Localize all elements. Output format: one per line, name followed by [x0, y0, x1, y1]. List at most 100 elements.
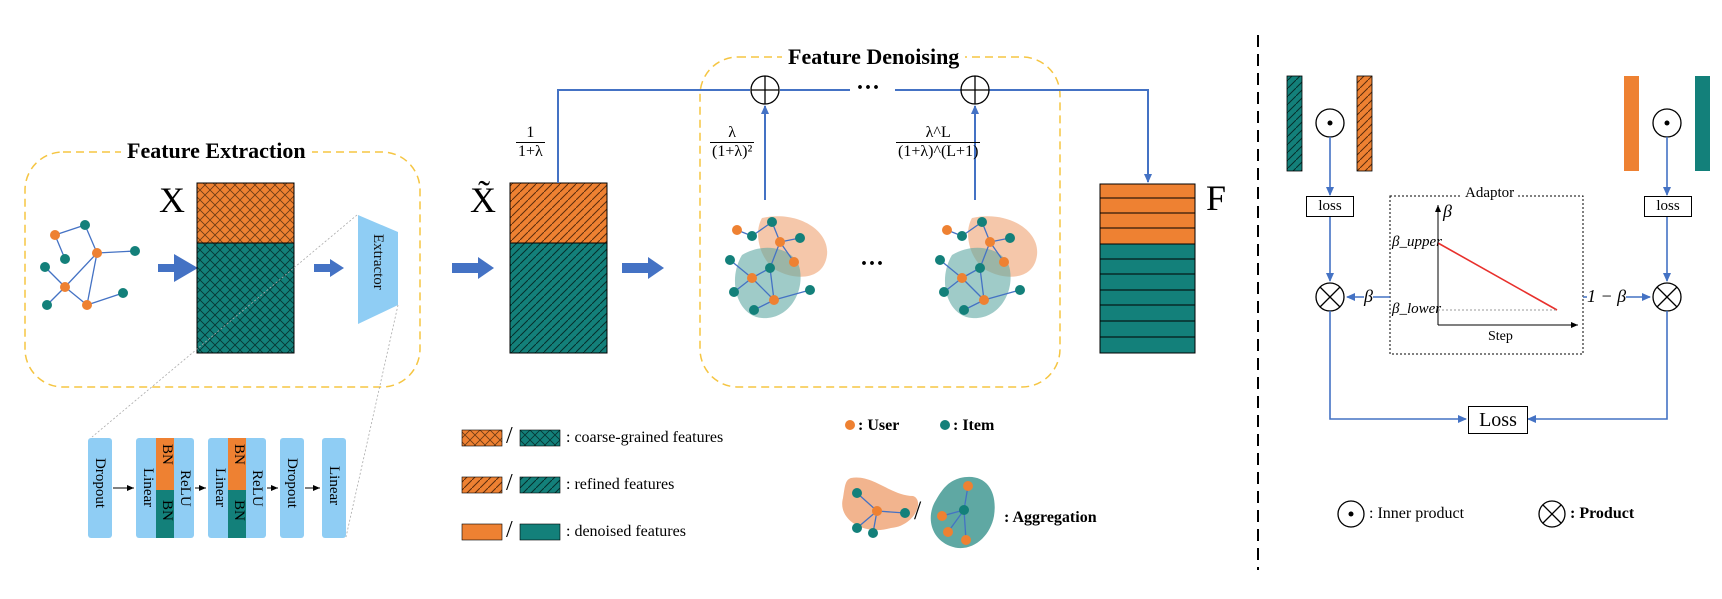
- arrow-x-to-extractor-head: [330, 259, 344, 277]
- adaptor-box: [1389, 195, 1584, 355]
- aggregation-graph-1: [724, 215, 828, 319]
- f-label: F: [1206, 178, 1227, 218]
- legend-item-dot: [940, 420, 950, 430]
- feature-matrix-f: [1099, 183, 1196, 354]
- mlp-bn-1-top: [156, 438, 174, 490]
- extractor-label: Extractor: [370, 234, 386, 290]
- mlp-bn-1-label-top: BN: [159, 444, 175, 465]
- ellipsis-middle: ···: [860, 251, 885, 277]
- legend-refined-label: : refined features: [566, 476, 675, 493]
- feature-denoising-box: [699, 56, 1061, 388]
- skip-path: [557, 89, 750, 183]
- right-bar-orange: [1624, 76, 1639, 171]
- coef-1-den: (1+λ)²: [712, 142, 753, 160]
- mlp-bn-2-label-bottom: BN: [231, 500, 247, 521]
- legend-product-label: : Product: [1570, 505, 1635, 522]
- zoom-line-left: [91, 214, 358, 438]
- adaptor-title: Adaptor: [1462, 186, 1518, 201]
- legend-denoised-teal: [519, 523, 561, 541]
- coef-1: λ (1+λ)²: [710, 124, 755, 160]
- mlp-bn-2-bottom: [228, 490, 246, 538]
- legend-refined-teal: [519, 476, 561, 494]
- right-inner-product-dot: [1664, 120, 1670, 126]
- mlp-bn-2-top: [228, 438, 246, 490]
- path-plus2-to-f: [989, 89, 1152, 183]
- arrow-left-product-to-loss: [1329, 311, 1467, 423]
- zoom-line-right: [345, 304, 399, 538]
- feature-matrix-x: [196, 182, 295, 354]
- left-loss-box: loss: [1306, 196, 1354, 217]
- legend-refined-orange: [461, 476, 503, 494]
- legend-denoised-orange: [461, 523, 503, 541]
- adaptor-beta-decay-line: [1437, 242, 1558, 311]
- legend-denoised-slash: /: [506, 517, 513, 543]
- arrow-xt-to-graph-head: [648, 257, 664, 279]
- legend-product-cross: [1542, 504, 1562, 524]
- right-weight-label: 1 − β: [1587, 286, 1627, 306]
- sum-node-2-plus: [961, 76, 989, 104]
- input-graph: [39, 219, 141, 311]
- x-label: X: [159, 180, 185, 220]
- legend-aggregation-user: [842, 477, 919, 538]
- mlp-dropout-2: [280, 438, 304, 538]
- left-weight-label: β: [1364, 286, 1373, 306]
- right-product-cross: [1656, 286, 1678, 308]
- total-loss-box: Loss: [1468, 406, 1528, 434]
- legend-aggregation-label: : Aggregation: [1004, 509, 1097, 526]
- feature-matrix-x-tilde: [509, 182, 608, 354]
- ellipsis-top: ···: [856, 75, 881, 101]
- adaptor-beta-upper: β_upper: [1392, 234, 1442, 250]
- right-bar-teal: [1695, 76, 1710, 171]
- mlp-dropout-1-label: Dropout: [92, 458, 108, 508]
- feature-extraction-title: Feature Extraction: [121, 140, 312, 162]
- legend-user-label: : User: [858, 417, 900, 434]
- coef-L-den: (1+λ)^(L+1): [898, 142, 979, 160]
- mlp-bn-1-bottom: [156, 490, 174, 538]
- coef-0: 1 1+λ: [516, 124, 545, 160]
- adaptor-y-label: β: [1443, 201, 1452, 221]
- legend-denoised-label: : denoised features: [566, 523, 686, 540]
- coef-0-den: 1+λ: [518, 142, 543, 160]
- mlp-linear-3-label: Linear: [326, 466, 342, 506]
- legend-coarse-slash: /: [506, 423, 513, 449]
- aggregation-graph-L: [934, 215, 1038, 319]
- left-bar-teal: [1286, 75, 1303, 172]
- coef-1-num: λ: [728, 124, 736, 141]
- arrow-extraction-to-denoise-head: [478, 257, 494, 279]
- adaptor-x-label: Step: [1488, 329, 1513, 344]
- arrow-right-product-to-loss: [1527, 311, 1668, 423]
- left-inner-product-dot: [1327, 120, 1333, 126]
- legend-refined-slash: /: [506, 470, 513, 496]
- coef-L: λ^L (1+λ)^(L+1): [896, 124, 981, 160]
- mlp-linear-1-label: Linear: [140, 468, 156, 508]
- mlp-bn-1-label-bottom: BN: [159, 500, 175, 521]
- mlp-linear-3: [322, 438, 346, 538]
- mlp-bn-2-label-top: BN: [231, 444, 247, 465]
- legend-coarse-orange: [461, 429, 503, 447]
- right-loss-box: loss: [1644, 196, 1692, 217]
- legend-inner-product-dot: [1348, 511, 1354, 517]
- mlp-dropout-2-label: Dropout: [284, 458, 300, 508]
- legend-aggregation-item: [930, 476, 995, 549]
- legend-user-dot: [845, 420, 855, 430]
- feature-denoising-title: Feature Denoising: [782, 46, 966, 68]
- legend-item-label: : Item: [953, 417, 995, 434]
- left-product-cross: [1319, 286, 1341, 308]
- coef-0-num: 1: [526, 124, 535, 141]
- coef-L-num: λ^L: [925, 124, 951, 141]
- legend-coarse-teal: [519, 429, 561, 447]
- legend-coarse-label: : coarse-grained features: [566, 429, 724, 446]
- left-bar-orange: [1356, 75, 1373, 172]
- adaptor-beta-lower: β_lower: [1392, 301, 1442, 317]
- arrow-graph-to-x: [158, 254, 198, 282]
- mlp-dropout-1: [88, 438, 112, 538]
- mlp-relu-2-label: ReLU: [249, 470, 265, 507]
- extractor-block: [358, 215, 398, 324]
- sum-node-1-plus: [751, 76, 779, 104]
- mlp-linear-2-label: Linear: [212, 468, 228, 508]
- x-tilde-label: X̃: [470, 180, 496, 220]
- mlp-relu-1-label: ReLU: [177, 470, 193, 507]
- legend-inner-product-label: : Inner product: [1369, 505, 1465, 522]
- legend-aggregation-slash: /: [914, 496, 922, 525]
